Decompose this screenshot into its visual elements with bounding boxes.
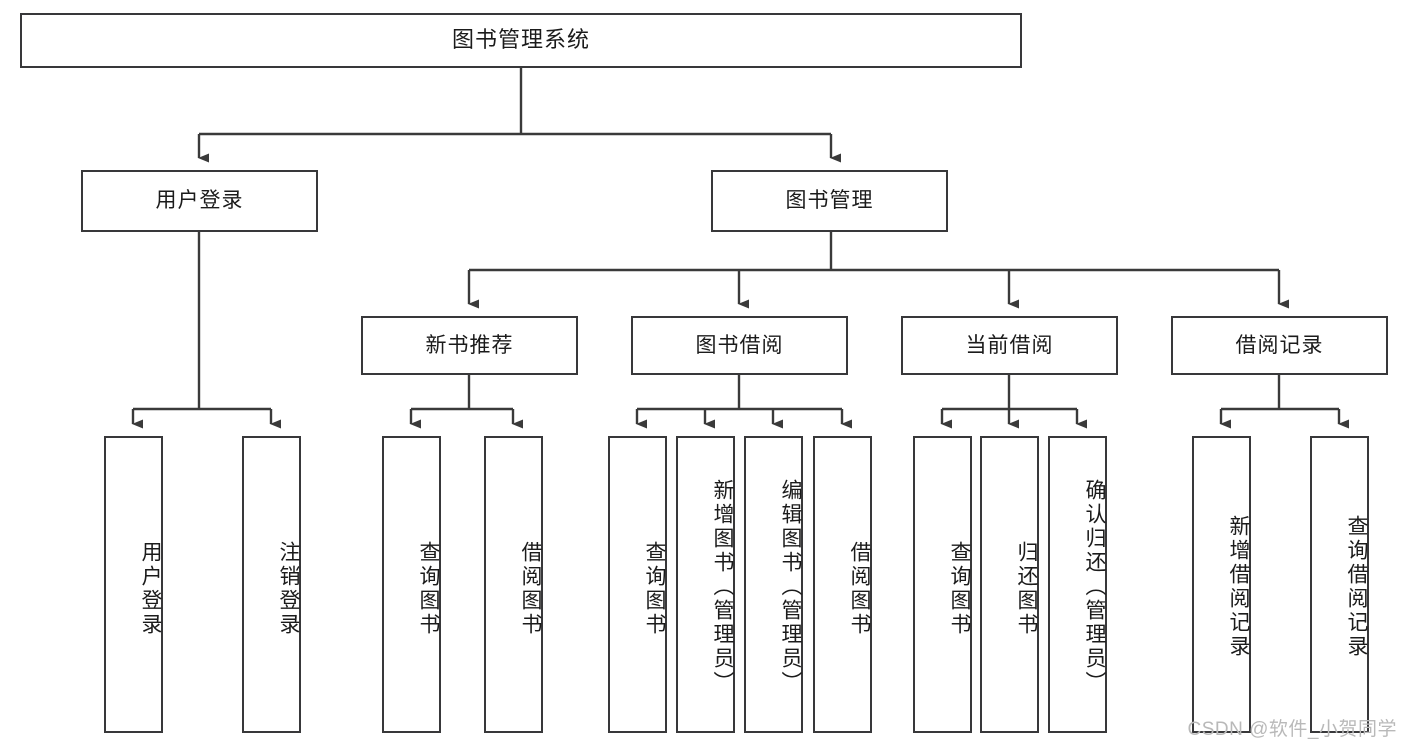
node-label: 新增借阅记录 xyxy=(1227,514,1250,659)
leaf-new-book-query-book[interactable]: 查询图书 xyxy=(382,436,441,733)
leaf-user-login-login[interactable]: 用户登录 xyxy=(104,436,163,733)
node-label: 图书管理 xyxy=(785,189,874,213)
node-book-management[interactable]: 图书管理 xyxy=(711,170,948,232)
node-book-borrow[interactable]: 图书借阅 xyxy=(631,316,848,375)
node-label: 借阅图书 xyxy=(519,540,542,637)
node-label: 用户登录 xyxy=(139,540,162,637)
leaf-current-borrow-confirm-return-admin[interactable]: 确认归还（管理员） xyxy=(1048,436,1107,733)
node-label: 新增图书（管理员） xyxy=(711,478,734,695)
node-label: 借阅记录 xyxy=(1235,333,1324,357)
node-label: 注销登录 xyxy=(277,540,300,637)
node-label: 查询图书 xyxy=(643,540,666,637)
node-label: 当前借阅 xyxy=(965,333,1054,357)
node-label: 新书推荐 xyxy=(425,333,514,357)
leaf-new-book-borrow-book[interactable]: 借阅图书 xyxy=(484,436,543,733)
node-new-book-recommend[interactable]: 新书推荐 xyxy=(361,316,578,375)
node-label: 用户登录 xyxy=(155,189,244,213)
node-label: 查询图书 xyxy=(948,540,971,637)
node-label: 查询图书 xyxy=(417,540,440,637)
leaf-book-borrow-query-book[interactable]: 查询图书 xyxy=(608,436,667,733)
leaf-book-borrow-edit-book-admin[interactable]: 编辑图书（管理员） xyxy=(744,436,803,733)
node-root-book-management-system[interactable]: 图书管理系统 xyxy=(20,13,1022,68)
leaf-borrow-record-query-record[interactable]: 查询借阅记录 xyxy=(1310,436,1369,733)
leaf-current-borrow-query-book[interactable]: 查询图书 xyxy=(913,436,972,733)
csdn-watermark: CSDN @软件_小贺同学 xyxy=(1187,719,1397,740)
leaf-book-borrow-add-book-admin[interactable]: 新增图书（管理员） xyxy=(676,436,735,733)
node-current-borrow[interactable]: 当前借阅 xyxy=(901,316,1118,375)
node-label: 借阅图书 xyxy=(848,540,871,637)
leaf-borrow-record-add-record[interactable]: 新增借阅记录 xyxy=(1192,436,1251,733)
node-user-login[interactable]: 用户登录 xyxy=(81,170,318,232)
node-label: 确认归还（管理员） xyxy=(1083,478,1106,695)
node-label: 图书管理系统 xyxy=(451,27,590,53)
leaf-book-borrow-borrow-book[interactable]: 借阅图书 xyxy=(813,436,872,733)
leaf-user-login-logout[interactable]: 注销登录 xyxy=(242,436,301,733)
node-label: 查询借阅记录 xyxy=(1345,514,1368,659)
node-label: 归还图书 xyxy=(1015,540,1038,637)
leaf-current-borrow-return-book[interactable]: 归还图书 xyxy=(980,436,1039,733)
node-borrow-record[interactable]: 借阅记录 xyxy=(1171,316,1388,375)
node-label: 编辑图书（管理员） xyxy=(779,478,802,695)
node-label: 图书借阅 xyxy=(695,333,784,357)
